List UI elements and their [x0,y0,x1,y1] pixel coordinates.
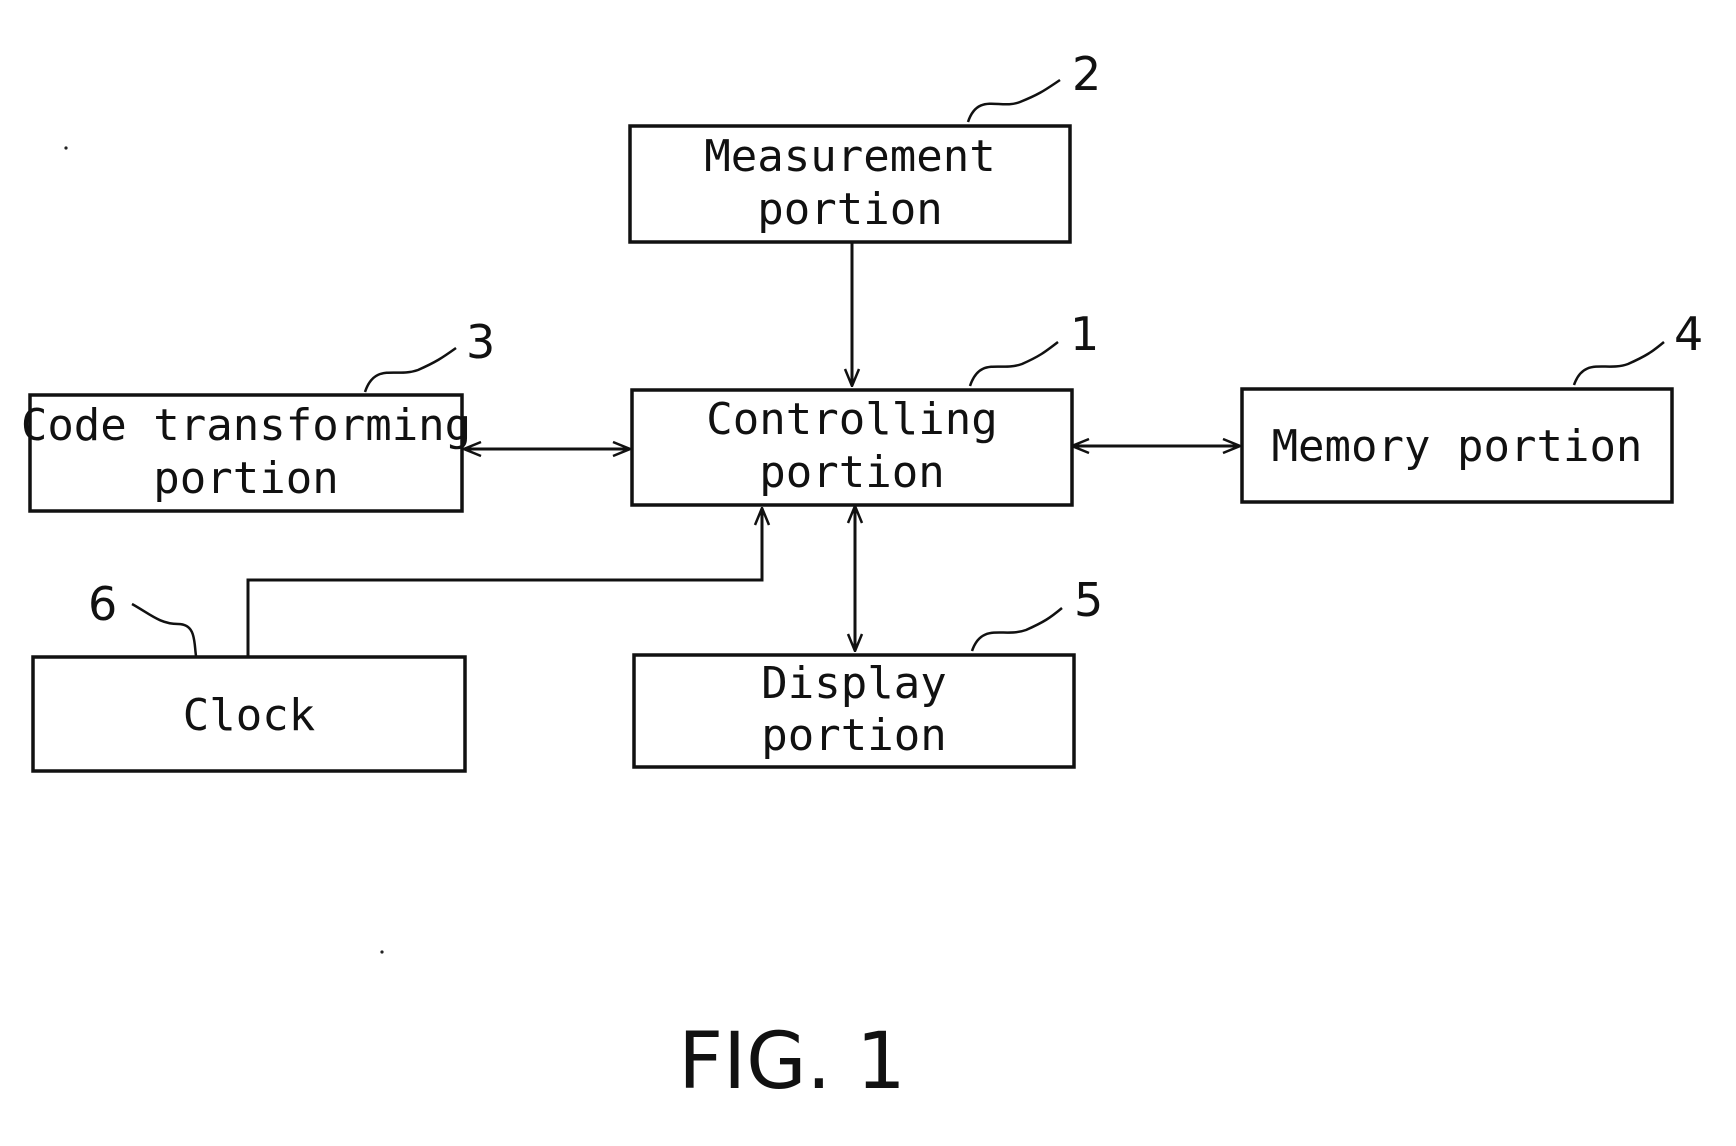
figure-label: FIG. 1 [678,1017,906,1107]
scan-speck [64,146,67,149]
display-ref-leader [972,608,1062,651]
measurement-label-line-1: Measurement [704,131,995,182]
block-code-transforming: Code transforming portion 3 [21,315,495,511]
block-memory: Memory portion 4 [1242,307,1703,502]
display-label-line-1: Display [761,658,946,709]
code-transforming-ref-leader [365,348,456,392]
controlling-ref-leader [970,342,1058,386]
memory-label-line-1: Memory portion [1272,421,1643,472]
measurement-label-line-2: portion [757,184,942,235]
code-transforming-label-line-2: portion [153,453,338,504]
memory-ref-leader [1574,342,1664,385]
scan-speck [380,950,383,953]
clock-label-line-1: Clock [183,690,315,741]
controlling-label-line-2: portion [759,447,944,498]
connector-clock-to-controlling [248,508,762,657]
block-controlling: Controlling portion 1 [632,307,1099,505]
code-transforming-ref-number: 3 [466,315,495,369]
measurement-ref-number: 2 [1072,47,1101,101]
controlling-ref-number: 1 [1070,307,1099,361]
clock-ref-leader [132,604,196,656]
code-transforming-label-line-1: Code transforming [21,400,471,451]
controlling-label-line-1: Controlling [706,394,997,445]
display-label-line-2: portion [761,710,946,761]
block-display: Display portion 5 [634,573,1103,767]
display-ref-number: 5 [1074,573,1103,627]
block-measurement: Measurement portion 2 [630,47,1101,242]
measurement-ref-leader [968,80,1060,122]
clock-ref-number: 6 [88,577,117,631]
memory-ref-number: 4 [1674,307,1703,361]
